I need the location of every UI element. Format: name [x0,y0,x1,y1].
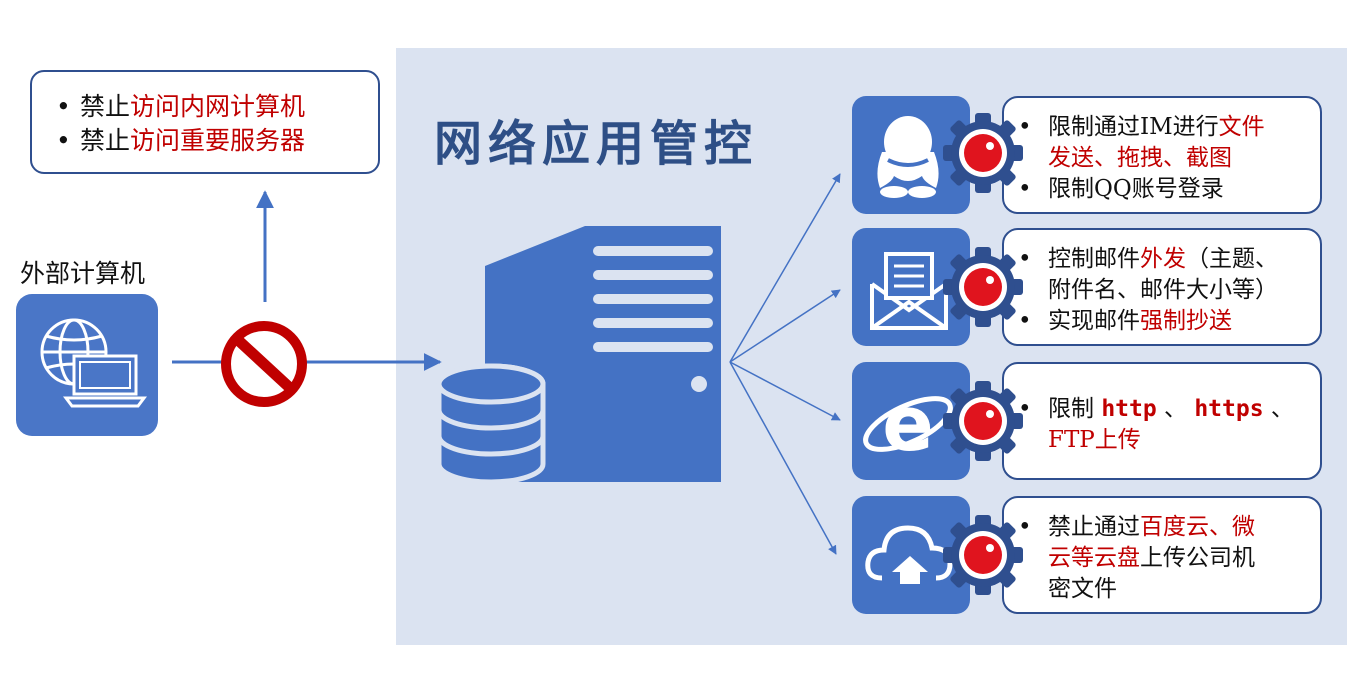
qq-penguin-icon [877,116,939,198]
arrow-to-cloud [729,361,837,555]
globe-laptop-icon [40,318,147,408]
arrow-to-qq [729,173,841,363]
control-box-mail: •控制邮件外发（主题、 附件名、邮件大小等） •实现邮件强制抄送 [1002,228,1322,346]
control-line: •实现邮件强制抄送 [1018,308,1232,334]
control-box-qq: •限制通过IM进行文件 发送、拖拽、截图 •限制QQ账号登录 [1002,96,1322,214]
control-line: 附件名、邮件大小等） [1048,277,1278,303]
server-database-icon [436,226,721,485]
control-line: •限制 http 、 https 、 [1018,396,1294,422]
lens-gear-icon [943,247,1023,327]
lens-gear-icon [943,113,1023,193]
control-line: •控制邮件外发（主题、 [1018,246,1278,272]
external-computer-label: 外部计算机 [20,259,146,288]
lens-gear-icon [943,515,1023,595]
page-title: 网络应用管控 [434,116,759,172]
prohibited-icon [221,321,307,407]
blocked-item: •禁止访问重要服务器 [56,126,306,155]
control-line: •禁止通过百度云、微 [1018,514,1255,540]
ie-browser-icon: e [863,379,953,468]
control-line: •限制QQ账号登录 [1018,176,1224,202]
control-line: 发送、拖拽、截图 [1048,145,1232,171]
arrow-to-mail [729,289,841,363]
arrow-to-ie [729,361,841,421]
control-box-web: •限制 http 、 https 、 FTP上传 [1002,362,1322,480]
blocked-access-box: •禁止访问内网计算机 •禁止访问重要服务器 [30,70,380,174]
control-line: FTP上传 [1048,427,1141,453]
svg-text:e: e [882,379,934,468]
cloud-upload-icon [865,525,953,584]
control-line: •限制通过IM进行文件 [1018,114,1265,140]
blocked-item: •禁止访问内网计算机 [56,92,306,121]
external-computer-tile [16,294,158,436]
control-line: 云等云盘上传公司机 [1048,545,1255,571]
control-box-cloud: •禁止通过百度云、微 云等云盘上传公司机 密文件 [1002,496,1322,614]
lens-gear-icon [943,381,1023,461]
mail-icon [870,252,948,330]
control-line: 密文件 [1048,576,1117,602]
